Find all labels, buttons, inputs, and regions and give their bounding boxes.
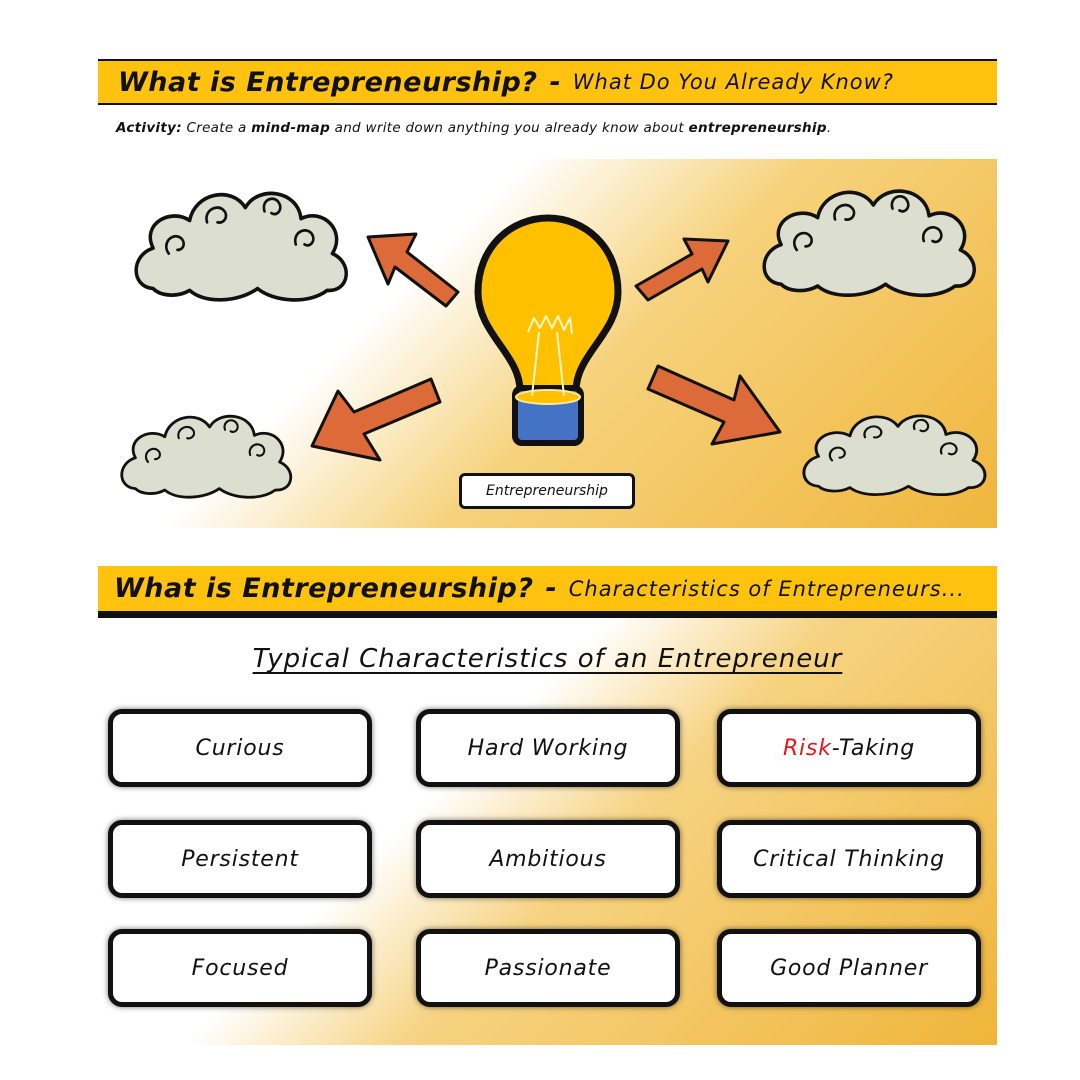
- characteristics-heading: Typical Characteristics of an Entreprene…: [98, 644, 997, 674]
- slide2-subtitle: Characteristics of Entrepreneurs...: [568, 576, 965, 601]
- activity-instruction: Activity: Create a mind-map and write do…: [116, 120, 986, 136]
- arrow-icon: [366, 232, 460, 308]
- center-label-box: Entrepreneurship: [459, 473, 635, 509]
- activity-text-1: Create a: [181, 120, 252, 136]
- activity-text-3: .: [826, 120, 832, 136]
- center-label: Entrepreneurship: [486, 483, 608, 499]
- arrow-icon: [634, 237, 730, 302]
- activity-bold-mindmap: mind-map: [251, 120, 331, 136]
- card-text: Ambitious: [489, 846, 607, 872]
- mindmap-slide: What is Entrepreneurship? - What Do You …: [98, 34, 997, 528]
- card-text: -Taking: [831, 735, 916, 761]
- slide1-title-dash: -: [549, 66, 561, 98]
- arrow-icon: [646, 364, 782, 446]
- cloud-icon: [802, 414, 987, 497]
- card-persistent: Persistent: [108, 820, 372, 898]
- card-focused: Focused: [108, 929, 372, 1007]
- card-text-highlight: Risk: [782, 735, 832, 761]
- activity-bold-entrepreneurship: entrepreneurship: [688, 120, 827, 136]
- card-text: Curious: [195, 735, 285, 761]
- slide2-title-dash: -: [545, 573, 557, 604]
- card-text: Hard Working: [467, 735, 629, 761]
- slide1-title: What is Entrepreneurship?: [118, 66, 538, 98]
- activity-label: Activity:: [116, 120, 182, 136]
- cloud-icon: [120, 414, 293, 499]
- card-text: Good Planner: [770, 955, 928, 981]
- slide1-subtitle: What Do You Already Know?: [572, 70, 894, 94]
- slide2-top-strip: [98, 541, 997, 566]
- cloud-icon: [134, 191, 349, 302]
- card-hard-working: Hard Working: [416, 709, 680, 787]
- slide1-title-bar: What is Entrepreneurship? - What Do You …: [98, 59, 997, 105]
- card-text: Persistent: [181, 846, 299, 872]
- mindmap-diagram: [120, 189, 987, 499]
- card-risk-taking: Risk-Taking: [717, 709, 981, 787]
- characteristics-heading-text: Typical Characteristics of an Entreprene…: [252, 644, 843, 674]
- lightbulb-icon: [474, 214, 622, 446]
- card-critical-thinking: Critical Thinking: [717, 820, 981, 898]
- card-passionate: Passionate: [416, 929, 680, 1007]
- card-text: Focused: [191, 955, 289, 981]
- card-text: Passionate: [484, 955, 612, 981]
- activity-text-2: and write down anything you already know…: [330, 120, 689, 136]
- cloud-icon: [762, 189, 977, 298]
- card-good-planner: Good Planner: [717, 929, 981, 1007]
- slide2-title-bar: What is Entrepreneurship? - Characterist…: [98, 566, 997, 618]
- slide2-title: What is Entrepreneurship?: [114, 573, 534, 604]
- characteristics-slide: What is Entrepreneurship? - Characterist…: [98, 541, 997, 1045]
- card-text: Critical Thinking: [753, 846, 945, 872]
- card-curious: Curious: [108, 709, 372, 787]
- card-ambitious: Ambitious: [416, 820, 680, 898]
- arrow-icon: [310, 377, 442, 462]
